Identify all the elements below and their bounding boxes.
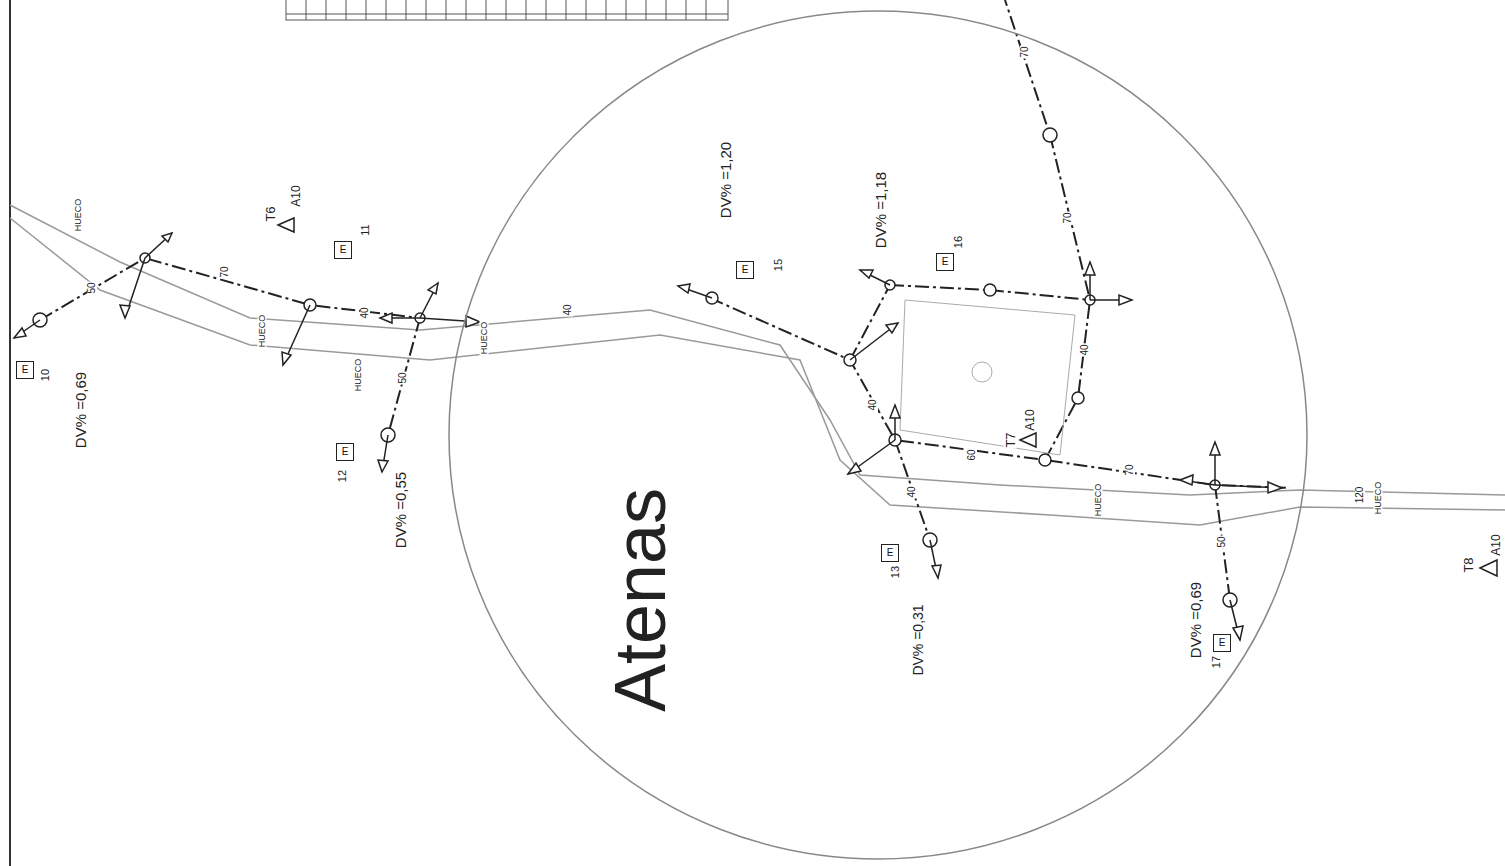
map-label: HUECO — [1374, 481, 1383, 516]
meter-code: E — [742, 265, 749, 275]
map-label: 120 — [1355, 486, 1365, 505]
map-label: HUECO — [258, 314, 267, 349]
town-name: Atenas — [604, 488, 676, 712]
map-label: DV% =0,69 — [73, 371, 88, 449]
map-label: 40 — [907, 485, 917, 498]
map-label: 40 — [563, 303, 573, 316]
map-label: T8 — [1462, 556, 1475, 573]
map-label: 16 — [953, 235, 964, 249]
map-label: A10 — [1024, 408, 1036, 431]
map-label: T6 — [264, 205, 277, 222]
meter-box: E — [334, 241, 352, 259]
map-label: A10 — [290, 184, 302, 207]
map-label: DV% =1,18 — [873, 171, 888, 249]
map-label: DV% =0,31 — [911, 603, 925, 676]
road-outline — [10, 205, 1505, 525]
map-label: HUECO — [74, 198, 83, 233]
title-grid — [286, 0, 728, 20]
meter-code: E — [342, 447, 349, 457]
map-label: DV% =0,55 — [393, 471, 408, 549]
frame-line — [9, 0, 11, 866]
map-label: 60 — [967, 448, 977, 461]
map-label: 70 — [1063, 211, 1073, 224]
map-label: 70 — [1125, 463, 1135, 476]
meter-box: E — [16, 361, 34, 379]
map-label: 11 — [360, 223, 371, 236]
map-label: DV% =1,20 — [718, 141, 733, 219]
town-region: AtenasEEEE — [448, 10, 1308, 860]
meter-box: E — [1213, 634, 1231, 652]
map-label: T7 — [1004, 431, 1017, 448]
map-label: 13 — [890, 565, 901, 579]
map-label: 40 — [360, 306, 370, 319]
meter-code: E — [340, 245, 347, 255]
map-label: HUECO — [1094, 483, 1103, 518]
meter-code: E — [942, 257, 949, 267]
map-label: 15 — [773, 258, 784, 272]
meter-box: E — [336, 443, 354, 461]
meter-box: E — [936, 253, 954, 271]
meter-code: E — [22, 365, 29, 375]
region-outline — [448, 10, 1308, 860]
map-label: HUECO — [480, 321, 489, 356]
meter-box: E — [881, 544, 899, 562]
map-label: 40 — [1080, 343, 1090, 356]
meter-box: E — [736, 261, 754, 279]
map-label: DV% =0,69 — [1188, 581, 1203, 659]
map-label: 12 — [337, 469, 348, 483]
meter-code: E — [1219, 638, 1226, 648]
map-label: 50 — [1217, 535, 1227, 548]
meter-code: E — [887, 548, 894, 558]
map-label: 70 — [220, 265, 230, 278]
lot-outline — [900, 300, 1075, 455]
map-label: 17 — [1211, 655, 1222, 669]
transformer-symbol — [278, 218, 1497, 576]
map-label: 40 — [868, 398, 878, 411]
map-label: HUECO — [354, 358, 363, 393]
map-label: 50 — [87, 281, 97, 294]
map-label: A10 — [1490, 533, 1502, 556]
map-label: 70 — [1020, 45, 1030, 58]
map-label: 50 — [398, 371, 408, 384]
map-label: 10 — [40, 368, 51, 382]
